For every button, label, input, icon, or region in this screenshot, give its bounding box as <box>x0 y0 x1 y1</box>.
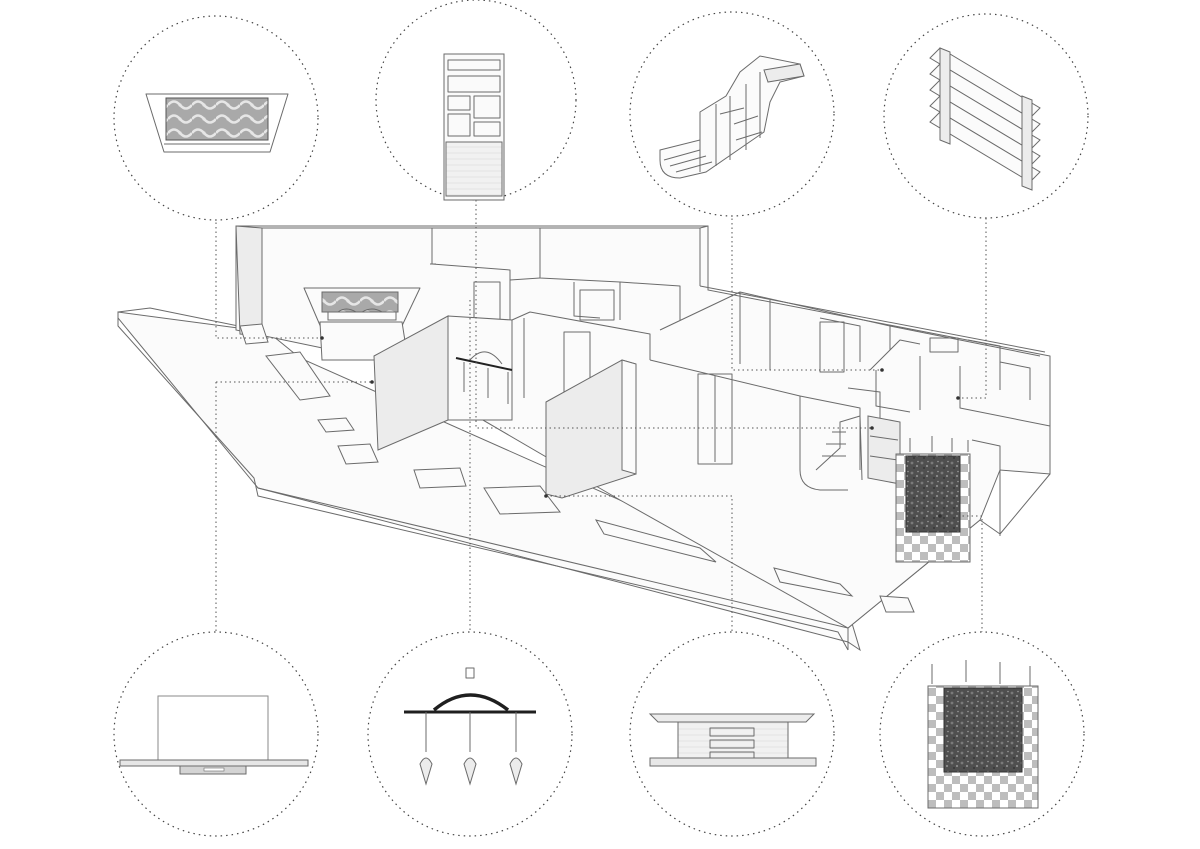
facade-benches <box>239 323 915 613</box>
cabinet-icon <box>648 713 817 767</box>
bench-icon <box>119 695 309 775</box>
callout-low-storage-cabinet <box>629 631 835 837</box>
bedroom-headboard <box>303 287 421 361</box>
callout-pendant-light <box>367 631 573 837</box>
callout-leaders <box>215 200 987 632</box>
floor-plate <box>117 312 849 651</box>
callout-window-bench <box>113 631 319 837</box>
callout-tall-shelving-unit <box>375 0 577 201</box>
bookcase-icon <box>443 53 505 201</box>
model-pendant-light <box>455 351 513 404</box>
moss-panel-icon <box>927 660 1039 809</box>
pendant-lamp-icon <box>404 667 536 786</box>
moss-wall <box>895 436 971 563</box>
stair-storage-icon <box>659 55 805 179</box>
apartment-model <box>117 225 1051 652</box>
callout-staircase-storage <box>629 11 835 217</box>
callout-moss-wall-panel <box>879 631 1085 837</box>
callout-slatted-shelf <box>883 13 1089 219</box>
slatted-shelf-icon <box>929 47 1041 191</box>
callout-headboard-ikat <box>113 15 319 221</box>
ikat-headboard-icon <box>145 93 289 153</box>
